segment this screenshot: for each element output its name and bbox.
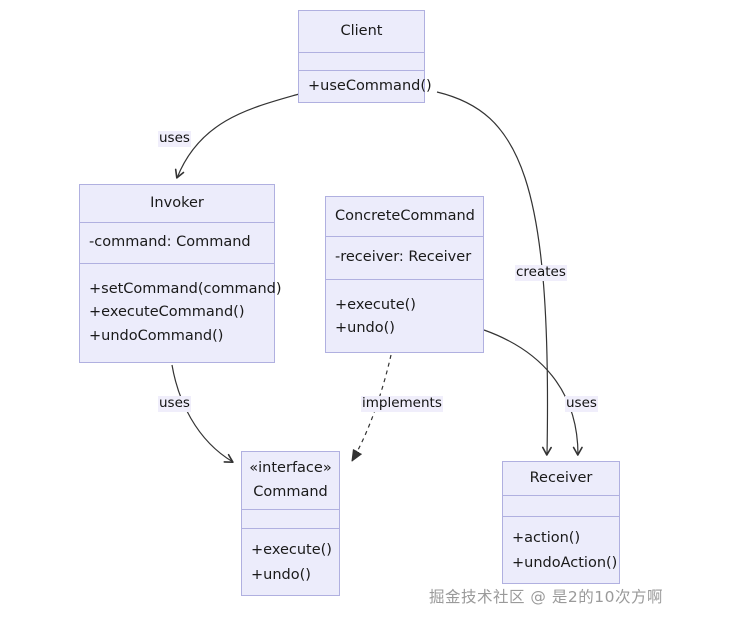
attributes-compartment: -command: Command: [80, 223, 274, 264]
edge-label-client-creates-receiver: creates: [515, 264, 567, 281]
attribute-item: -command: Command: [89, 234, 251, 251]
uml-class-client[interactable]: Client +useCommand(): [298, 10, 432, 103]
operation-item: +execute(): [335, 296, 416, 313]
operations-compartment: +execute() +undo(): [242, 529, 339, 597]
class-name-compartment: Invoker: [80, 185, 274, 223]
edge-label-concretecommand-implements-command: implements: [361, 395, 443, 412]
uml-class-command-interface[interactable]: «interface» Command +execute() +undo(): [241, 451, 340, 596]
operation-item: +useCommand(): [308, 77, 432, 94]
operation-item: +undoCommand(): [89, 327, 224, 344]
attribute-item: -receiver: Receiver: [335, 249, 472, 266]
watermark-text: 掘金技术社区 @ 是2的10次方啊: [429, 588, 663, 606]
class-name-label: ConcreteCommand: [335, 207, 475, 224]
operation-item: +setCommand(command): [89, 281, 282, 298]
operations-compartment: +setCommand(command) +executeCommand() +…: [80, 264, 282, 362]
class-name-label: Client: [340, 22, 383, 39]
operation-item: +undoAction(): [512, 554, 618, 571]
edge-client-uses-invoker: [174, 93, 300, 179]
operations-compartment: +execute() +undo(): [326, 280, 483, 354]
operation-item: +undo(): [335, 320, 395, 336]
class-name-compartment: «interface» Command: [242, 452, 339, 510]
edge-client-creates-receiver: [436, 91, 552, 456]
class-name-compartment: Receiver: [503, 462, 619, 496]
uml-class-receiver[interactable]: Receiver +action() +undoAction(): [502, 461, 620, 584]
uml-class-concrete-command[interactable]: ConcreteCommand -receiver: Receiver +exe…: [325, 196, 484, 353]
class-name-label: Receiver: [529, 469, 593, 486]
uml-class-invoker[interactable]: Invoker -command: Command +setCommand(co…: [79, 184, 282, 363]
class-name-compartment: ConcreteCommand: [326, 197, 483, 237]
operation-item: +executeCommand(): [89, 304, 245, 321]
attributes-compartment: [242, 510, 339, 529]
class-name-compartment: Client: [299, 11, 424, 53]
attributes-compartment: [503, 496, 619, 517]
attributes-compartment: [299, 53, 424, 71]
edge-concretecommand-uses-receiver: [483, 329, 583, 456]
edge-label-concretecommand-uses-receiver: uses: [565, 395, 598, 412]
class-stereotype-label: «interface»: [249, 459, 332, 476]
operation-item: +execute(): [251, 542, 332, 559]
operation-item: +undo(): [251, 566, 311, 583]
edge-label-client-uses-invoker: uses: [158, 130, 191, 147]
class-name-label: Command: [253, 484, 328, 500]
attributes-compartment: -receiver: Receiver: [326, 237, 483, 280]
class-name-label: Invoker: [150, 194, 204, 211]
operations-compartment: +action() +undoAction(): [503, 517, 619, 585]
operations-compartment: +useCommand(): [299, 71, 432, 102]
edge-invoker-uses-command: [171, 364, 234, 463]
edge-label-invoker-uses-command: uses: [158, 395, 191, 412]
operation-item: +action(): [512, 530, 581, 547]
